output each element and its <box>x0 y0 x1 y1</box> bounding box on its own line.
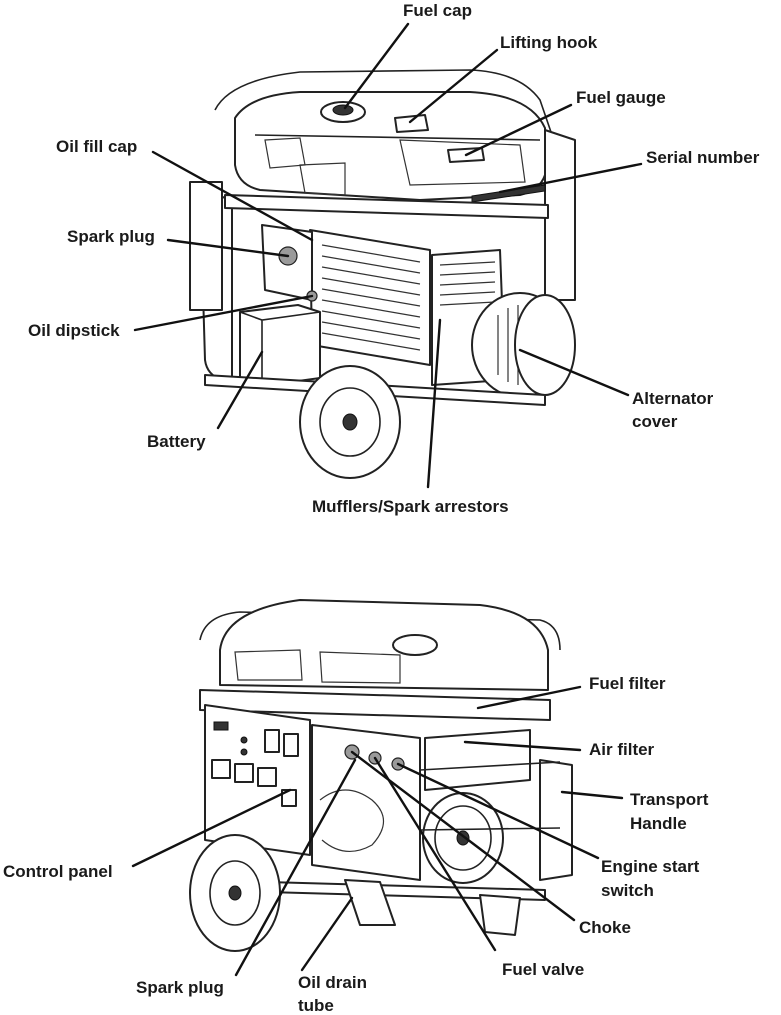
label-transport-handle-line1: Transport <box>630 790 709 809</box>
top-tank-rail <box>224 194 549 219</box>
label-spark-plug-bottom: Spark plug <box>136 978 224 997</box>
bottom-air-filter-shape <box>424 729 531 791</box>
bottom-leader-lines <box>131 685 624 977</box>
label-battery: Battery <box>147 432 206 451</box>
top-tank-recess-3 <box>399 139 526 186</box>
bottom-tank-rail <box>199 689 551 721</box>
generator-bottom-illustration <box>189 599 573 952</box>
label-engine-start-line1: Engine start <box>601 857 700 876</box>
top-frame-rear <box>214 69 553 136</box>
label-fuel-filter: Fuel filter <box>589 674 666 693</box>
top-tank-seam <box>254 134 541 141</box>
bottom-tank-recesses <box>234 649 401 684</box>
label-oil-dipstick: Oil dipstick <box>28 321 120 340</box>
top-tank-recess-2 <box>299 162 346 196</box>
bottom-fuel-cap <box>392 634 438 656</box>
label-oil-drain-line1: Oil drain <box>298 973 367 992</box>
top-fuel-tank <box>234 91 546 201</box>
label-mufflers: Mufflers/Spark arrestors <box>312 497 509 516</box>
bottom-wheel-hub <box>228 885 242 901</box>
label-transport-handle-line2: Handle <box>630 814 687 833</box>
label-lifting-hook: Lifting hook <box>500 33 598 52</box>
label-serial-number: Serial number <box>646 148 760 167</box>
top-wheel-left-rim <box>319 387 381 457</box>
bottom-fuel-tank <box>219 599 549 691</box>
bottom-oil-drain-shape <box>344 879 396 926</box>
label-engine-start-line2: switch <box>601 881 654 900</box>
top-wheel-left-hub <box>342 413 358 431</box>
label-alternator-cover-line1: Alternator <box>632 389 714 408</box>
bottom-labels: Fuel filter Air filter Transport Handle … <box>3 674 709 1015</box>
label-control-panel: Control panel <box>3 862 113 881</box>
bottom-transport-handle-shape <box>539 759 573 881</box>
label-fuel-valve: Fuel valve <box>502 960 584 979</box>
top-wheel-right <box>514 294 576 396</box>
label-spark-plug-top: Spark plug <box>67 227 155 246</box>
top-leader-lines <box>133 22 643 489</box>
label-oil-fill-cap: Oil fill cap <box>56 137 137 156</box>
bottom-foot-right <box>479 894 521 936</box>
bottom-panel-outlets <box>211 721 299 807</box>
top-shroud-louvres <box>321 244 421 351</box>
bottom-engine-block <box>319 789 385 852</box>
bottom-wheel-rim <box>209 860 261 926</box>
label-alternator-cover-line2: cover <box>632 412 678 431</box>
top-labels: Fuel cap Lifting hook Fuel gauge Oil fil… <box>28 1 760 516</box>
top-muffler-slots <box>439 261 496 306</box>
top-frame-right <box>544 129 576 301</box>
label-oil-drain-line2: tube <box>298 996 334 1015</box>
bottom-fan-ring <box>434 805 492 871</box>
label-fuel-cap: Fuel cap <box>403 1 472 20</box>
generator-top-illustration <box>189 69 576 479</box>
label-fuel-gauge: Fuel gauge <box>576 88 666 107</box>
top-lifting-hook-shape <box>394 114 429 133</box>
label-choke: Choke <box>579 918 631 937</box>
top-fuel-cap-center <box>332 104 354 116</box>
label-air-filter: Air filter <box>589 740 655 759</box>
